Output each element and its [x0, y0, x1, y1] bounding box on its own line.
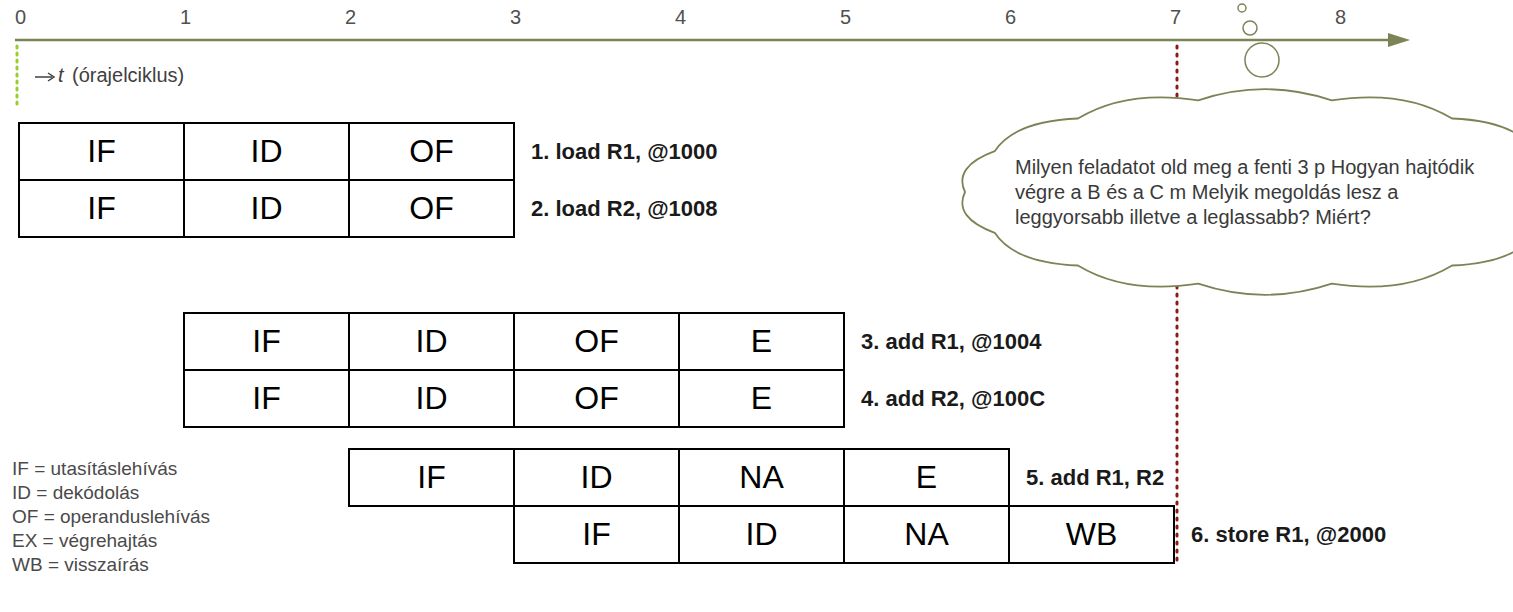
abbreviation-key: EX = végrehajtás: [12, 530, 157, 552]
tick-label: 3: [510, 6, 521, 29]
tick-label: 4: [675, 6, 686, 29]
stage-name: IF: [87, 134, 115, 169]
stage-name: IF: [417, 460, 445, 495]
stage-name: ID: [746, 517, 778, 552]
instruction-label: 2. load R2, @1008: [528, 196, 721, 221]
pipeline-stage-box: E: [678, 312, 845, 371]
stage-name: NA: [904, 517, 948, 552]
pipeline-stage-box: WB: [1008, 505, 1175, 564]
thought-cloud: Milyen feladatot old meg a fenti 3 p Hog…: [940, 78, 1513, 308]
tick-label: 2: [345, 6, 356, 29]
pipeline-stage-box: ID: [348, 369, 515, 428]
pipeline-stage-box: IF: [348, 448, 515, 507]
stage-name: ID: [416, 324, 448, 359]
axis-unit-label: (órajelciklus): [72, 64, 184, 87]
stage-name: ID: [416, 381, 448, 416]
stage-name: E: [751, 324, 772, 359]
time-axis: [15, 39, 1390, 42]
unit-arrow: [35, 76, 52, 78]
pipeline-stage-box: OF: [513, 312, 680, 371]
pipeline-stage-box: IF: [18, 179, 185, 238]
pipeline-stage-box: ID: [513, 448, 680, 507]
pipeline-stage-box: E: [843, 448, 1010, 507]
abbreviation-key: ID = dekódolás: [12, 482, 139, 504]
tick-label: 1: [180, 6, 191, 29]
stage-name: E: [916, 460, 937, 495]
stage-name: ID: [581, 460, 613, 495]
tick-label: 6: [1005, 6, 1016, 29]
stage-name: IF: [87, 191, 115, 226]
axis-arrowhead: [1388, 33, 1410, 47]
tick-label: 5: [840, 6, 851, 29]
stage-name: ID: [251, 134, 283, 169]
start-marker-line: [16, 46, 19, 106]
abbreviation-key: OF = operanduslehívás: [12, 506, 210, 528]
pipeline-stage-box: IF: [513, 505, 680, 564]
stage-name: WB: [1066, 517, 1118, 552]
axis-variable: t: [58, 64, 64, 87]
pipeline-stage-box: ID: [348, 312, 515, 371]
stage-name: ID: [251, 191, 283, 226]
pipeline-stage-box: E: [678, 369, 845, 428]
unit-arrowhead: [48, 73, 54, 81]
tick-label: 8: [1335, 6, 1346, 29]
stage-name: OF: [409, 134, 453, 169]
pipeline-stage-box: IF: [18, 122, 185, 181]
instruction-label: 3. add R1, @1004: [858, 329, 1044, 354]
question-text: Milyen feladatot old meg a fenti 3 p Hog…: [1015, 155, 1485, 230]
tick-label: 7: [1170, 6, 1181, 29]
pipeline-stage-box: ID: [678, 505, 845, 564]
cloud-outline: [962, 89, 1513, 295]
thought-bubble-dot: [1245, 43, 1279, 77]
pipeline-stage-box: ID: [183, 179, 350, 238]
pipeline-stage-box: OF: [348, 179, 515, 238]
instruction-label: 1. load R1, @1000: [528, 139, 721, 164]
instruction-label: 5. add R1, R2: [1023, 465, 1167, 490]
pipeline-stage-box: OF: [348, 122, 515, 181]
stage-name: E: [751, 381, 772, 416]
stage-name: NA: [739, 460, 783, 495]
thought-bubble-dot: [1243, 21, 1257, 35]
pipeline-stage-box: IF: [183, 312, 350, 371]
stage-name: OF: [574, 324, 618, 359]
pipeline-stage-box: NA: [678, 448, 845, 507]
pipeline-stage-box: ID: [183, 122, 350, 181]
abbreviation-key: IF = utasításlehívás: [12, 458, 177, 480]
abbreviation-key: WB = visszaírás: [12, 554, 149, 576]
stage-name: IF: [252, 324, 280, 359]
thought-bubble-dot: [1238, 4, 1246, 12]
pipeline-stage-box: OF: [513, 369, 680, 428]
instruction-label: 4. add R2, @100C: [858, 386, 1048, 411]
tick-label: 0: [15, 6, 26, 29]
instruction-label: 6. store R1, @2000: [1188, 522, 1389, 547]
stage-name: IF: [582, 517, 610, 552]
stage-name: OF: [574, 381, 618, 416]
stage-name: IF: [252, 381, 280, 416]
pipeline-stage-box: NA: [843, 505, 1010, 564]
stage-name: OF: [409, 191, 453, 226]
pipeline-stage-box: IF: [183, 369, 350, 428]
